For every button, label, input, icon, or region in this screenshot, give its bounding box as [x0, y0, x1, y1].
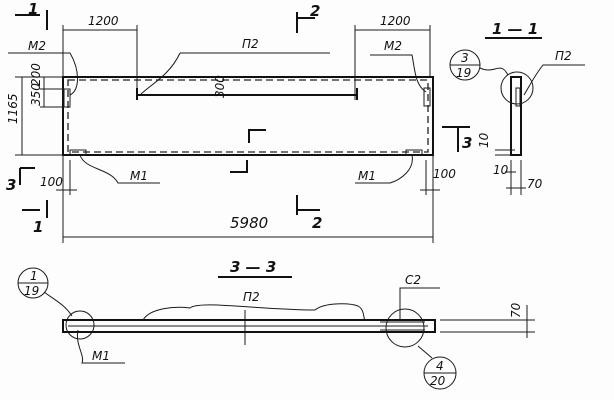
embed-section — [515, 87, 521, 107]
callout-left-top: 1 — [30, 269, 38, 283]
section-2-bottom: 2 — [312, 214, 322, 232]
panel-centerline — [68, 310, 428, 345]
section-1-1-title: 1 — 1 — [492, 20, 538, 38]
panel-outline — [62, 76, 434, 156]
dim-1165: 1165 — [6, 93, 20, 124]
section-2-top: 2 — [310, 2, 320, 20]
detail-circle-left — [65, 310, 95, 340]
embed-m2-right — [423, 87, 431, 107]
cut-corner-marks — [230, 129, 266, 173]
dim-10-b: 10 — [493, 163, 509, 177]
section-1-bottom: 1 — [33, 218, 43, 236]
callout-top: 3 — [461, 51, 469, 65]
leader-m1 — [76, 329, 125, 364]
section-1-1: 1 — 1 3 19 П2 10 10 70 — [449, 20, 585, 195]
dim-1200-right: 1200 — [380, 14, 411, 28]
plan-view: 1200 1200 300 П2 М2 М2 М1 М1 1165 200 35… — [6, 0, 472, 243]
callout-leader-left — [18, 282, 73, 317]
detail-circle — [500, 71, 534, 105]
section-1-top: 1 — [28, 0, 38, 18]
dim-lines-top — [62, 25, 431, 100]
leader-m1 — [79, 154, 413, 184]
section-markers-3 — [19, 126, 470, 185]
callout-left-bottom: 19 — [24, 284, 39, 298]
dim-100-right: 100 — [433, 167, 456, 181]
leader-m2 — [8, 52, 427, 96]
leader-p2 — [523, 64, 585, 96]
label-m2-right: М2 — [384, 39, 402, 53]
section-3-left: 3 — [6, 176, 16, 194]
embed-m2-left — [63, 88, 71, 108]
embed-m1-right — [405, 149, 423, 156]
dim-5980: 5980 — [230, 214, 268, 232]
detail-circle-right — [385, 308, 425, 348]
section-3-3: 3 — 3 П2 1 19 4 20 С2 М1 70 — [17, 258, 535, 390]
callout-right-bottom: 20 — [430, 374, 446, 388]
label-p2: П2 — [243, 290, 260, 304]
embed-m1-left — [69, 149, 87, 156]
dim-350: 350 — [29, 83, 43, 106]
dim-lines-left — [15, 76, 63, 156]
callout-leader-right — [417, 345, 456, 374]
bars-c2 — [380, 321, 425, 331]
label-p2: П2 — [555, 49, 572, 63]
dim-lines — [495, 149, 526, 195]
leader-c2 — [399, 287, 440, 320]
loop-p2-markers — [136, 88, 358, 100]
dim-10-a: 10 — [477, 132, 491, 148]
dim-1200-left: 1200 — [88, 14, 119, 28]
leader-p2-cloud — [142, 303, 366, 321]
label-p2: П2 — [242, 37, 259, 51]
leader-p2 — [139, 52, 330, 96]
reinforcement-outline — [67, 79, 429, 153]
dim-200: 200 — [29, 63, 43, 86]
dim-70: 70 — [509, 302, 523, 318]
dim-lines-bottom — [56, 155, 440, 243]
callout-bottom: 19 — [456, 66, 471, 80]
label-m1: М1 — [92, 349, 110, 363]
label-m2-left: М2 — [28, 39, 46, 53]
panel-section — [510, 76, 522, 156]
section-markers-1-2 — [15, 10, 320, 218]
dim-300: 300 — [213, 75, 227, 98]
panel-side — [62, 319, 436, 333]
dim-70-lines — [440, 305, 535, 338]
label-c2: С2 — [405, 273, 421, 287]
section-3-right: 3 — [462, 134, 472, 152]
label-m1-right: М1 — [358, 169, 376, 183]
callout-right-top: 4 — [436, 359, 444, 373]
dim-70: 70 — [527, 177, 543, 191]
section-3-3-title: 3 — 3 — [230, 258, 276, 276]
callout-leader — [450, 64, 509, 76]
dim-100-left: 100 — [40, 175, 63, 189]
label-m1-left: М1 — [130, 169, 148, 183]
